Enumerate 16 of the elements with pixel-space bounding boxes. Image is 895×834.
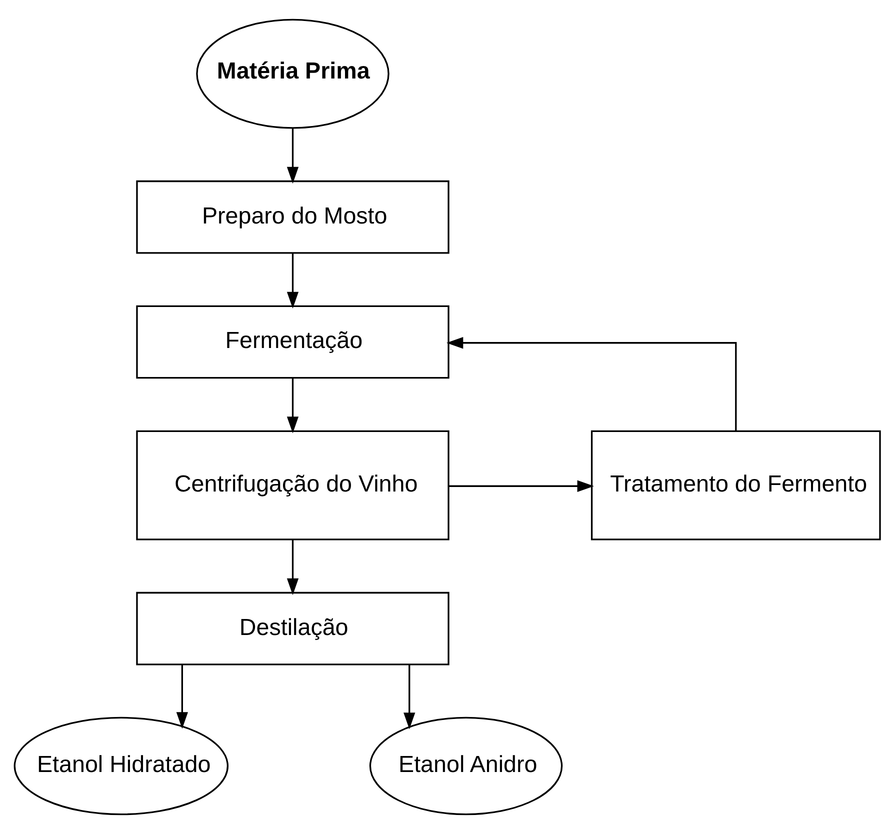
node-box: Preparo do Mosto [136, 180, 450, 254]
node-ellipse: Etanol Hidratado [14, 716, 229, 816]
node-ellipse: Etanol Anidro [369, 716, 563, 816]
arrow [286, 378, 299, 434]
arrow [176, 664, 188, 729]
node-box: Centrifugação do Vinho [136, 430, 450, 540]
arrow [404, 664, 416, 730]
arrow [286, 128, 299, 184]
node-box: Tratamento do Fermento [590, 430, 881, 540]
arrow [449, 480, 594, 492]
node-box: Destilação [136, 592, 450, 666]
arrow [446, 337, 737, 431]
node-ellipse: Matéria Prima [196, 18, 390, 129]
arrow [286, 539, 299, 596]
arrow [286, 253, 299, 308]
node-box: Fermentação [136, 305, 450, 379]
